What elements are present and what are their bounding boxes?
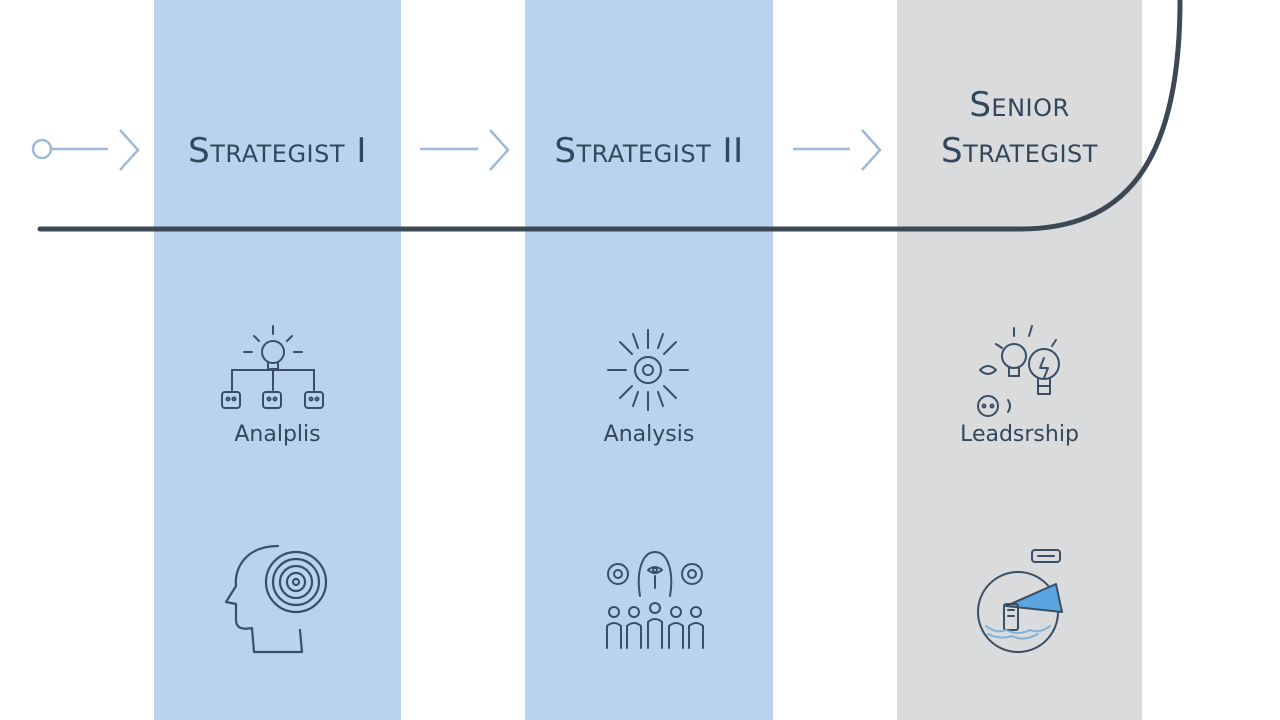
target-vision-icon: [977, 549, 1063, 653]
head-spiral-icon: [224, 544, 328, 654]
stage-title-3: Senior Strategist: [897, 82, 1142, 174]
skill-label-1: Analplis: [234, 422, 321, 447]
stage-column-2: [525, 0, 773, 720]
stage-title-2: Strategist II: [554, 131, 744, 171]
stage-title-3-line1: Senior: [969, 85, 1070, 125]
stage-column-1: [154, 0, 401, 720]
skill-label-3: Leadsrship: [960, 422, 1079, 447]
stage-title-3-line2: Strategist: [941, 131, 1098, 171]
progress-path-line: [37, 0, 1183, 232]
arrow-head-2-icon: [489, 129, 510, 171]
stage-title-1: Strategist I: [188, 131, 367, 171]
arrow-head-3-icon: [861, 129, 882, 171]
skill-label-2: Analysis: [603, 422, 695, 447]
team-mind-icon: [606, 551, 704, 649]
arrow-head-1-icon: [119, 129, 140, 171]
start-node-icon: [31, 138, 53, 160]
sunburst-gear-icon: [607, 329, 689, 411]
lightbulbs-icon: [977, 325, 1060, 417]
idea-network-icon: [221, 325, 324, 409]
